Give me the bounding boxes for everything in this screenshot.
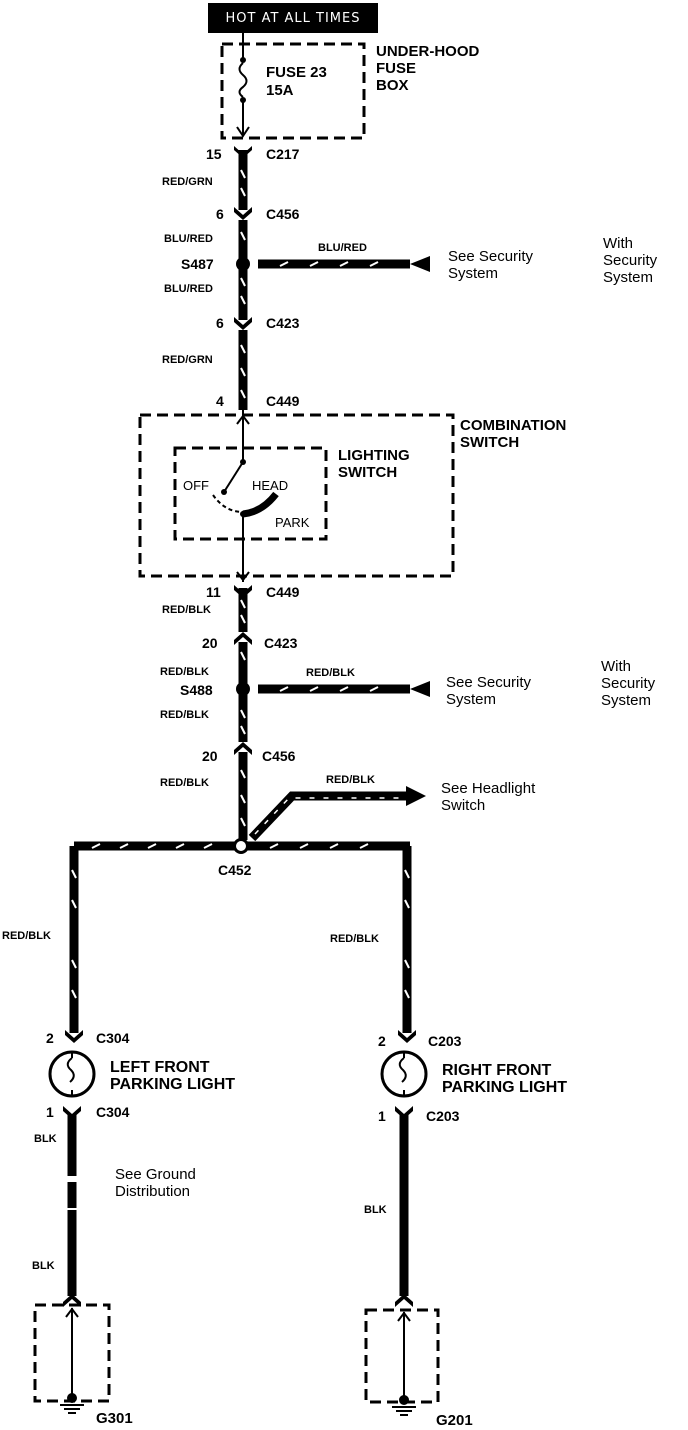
c217-pin: 15: [206, 146, 222, 162]
wire-security-branch-2: [258, 681, 430, 697]
wire-distribution: [65, 838, 416, 1043]
s487-label: S487: [181, 256, 214, 272]
c203-bot-label: C203: [426, 1108, 460, 1124]
c304-bot-label: C304: [96, 1104, 130, 1120]
wire-label-red-grn-1: RED/GRN: [162, 176, 213, 188]
wire-label-red-blk-left: RED/BLK: [2, 930, 51, 942]
c456-bot-label: C456: [262, 748, 296, 764]
wire-main-mid: [234, 585, 252, 840]
fuse-name: FUSE 23: [266, 64, 327, 81]
wire-label-blk-left-2: BLK: [32, 1260, 55, 1272]
c456-top-pin: 6: [216, 206, 224, 222]
wire-label-red-blk-1: RED/BLK: [162, 604, 211, 616]
note-see-security-2: See Security System: [446, 674, 532, 708]
wire-label-blk-left-1: BLK: [34, 1133, 57, 1145]
fuse-rating: 15A: [266, 82, 294, 99]
wire-label-red-grn-2: RED/GRN: [162, 354, 213, 366]
wire-label-red-blk-2: RED/BLK: [160, 666, 209, 678]
fuse-box: [220, 33, 366, 140]
c449-bot-pin: 11: [206, 584, 221, 600]
c452-label: C452: [218, 862, 252, 878]
wire-headlight-branch: [248, 786, 426, 842]
wire-label-red-blk-4: RED/BLK: [160, 777, 209, 789]
right-bulb-icon: [380, 1050, 428, 1098]
c456-top-label: C456: [266, 206, 300, 222]
c449-top-label: C449: [266, 393, 300, 409]
right-front-parking-light-label: RIGHT FRONT PARKING LIGHT: [442, 1062, 568, 1096]
wire-label-red-blk-branch2: RED/BLK: [326, 774, 375, 786]
left-bulb-icon: [48, 1050, 96, 1098]
c203-top-label: C203: [428, 1033, 462, 1049]
wire-label-blu-red-2: BLU/RED: [164, 283, 213, 295]
g201-label: G201: [436, 1412, 473, 1429]
wire-label-red-blk-3: RED/BLK: [160, 709, 209, 721]
power-header: HOT AT ALL TIMES: [208, 3, 378, 33]
combination-switch: [138, 410, 455, 582]
c304-bot-pin: 1: [46, 1104, 54, 1120]
lighting-switch-label: LIGHTING SWITCH: [338, 447, 410, 481]
wire-label-red-blk-right: RED/BLK: [330, 933, 379, 945]
c456-bot-pin: 20: [202, 748, 218, 764]
wire-security-branch-1: [258, 256, 430, 272]
c423-bot-label: C423: [264, 635, 298, 651]
c449-top-pin: 4: [216, 393, 224, 409]
wire-main-top: [234, 146, 252, 410]
wire-label-blu-red-1: BLU/RED: [164, 233, 213, 245]
c203-top-pin: 2: [378, 1033, 386, 1049]
wire-ground-right: [364, 1106, 440, 1416]
note-see-security-1: See Security System: [448, 248, 534, 282]
wire-label-blu-red-branch: BLU/RED: [318, 242, 367, 254]
wire-ground-left: [33, 1106, 111, 1414]
note-with-security-2: With Security System: [601, 658, 656, 709]
fuse-box-label: UNDER-HOOD FUSE BOX: [376, 43, 480, 94]
wire-label-blk-right: BLK: [364, 1204, 387, 1216]
c423-top-pin: 6: [216, 315, 224, 331]
c304-top-label: C304: [96, 1030, 130, 1046]
combination-switch-label: COMBINATION SWITCH: [460, 417, 567, 451]
switch-off-label: OFF: [183, 478, 209, 493]
note-see-ground: See Ground Distribution: [115, 1166, 196, 1200]
c423-top-label: C423: [266, 315, 300, 331]
c304-top-pin: 2: [46, 1030, 54, 1046]
c449-bot-label: C449: [266, 584, 300, 600]
note-see-headlight: See Headlight Switch: [441, 780, 536, 814]
s488-label: S488: [180, 682, 213, 698]
switch-head-label: HEAD: [252, 478, 289, 493]
wire-label-red-blk-branch1: RED/BLK: [306, 667, 355, 679]
c217-label: C217: [266, 146, 300, 162]
left-front-parking-light-label: LEFT FRONT PARKING LIGHT: [110, 1059, 236, 1093]
c423-bot-pin: 20: [202, 635, 218, 651]
note-with-security-1: With Security System: [603, 235, 658, 286]
switch-park-label: PARK: [275, 515, 310, 530]
g301-label: G301: [96, 1410, 133, 1427]
c203-bot-pin: 1: [378, 1108, 386, 1124]
